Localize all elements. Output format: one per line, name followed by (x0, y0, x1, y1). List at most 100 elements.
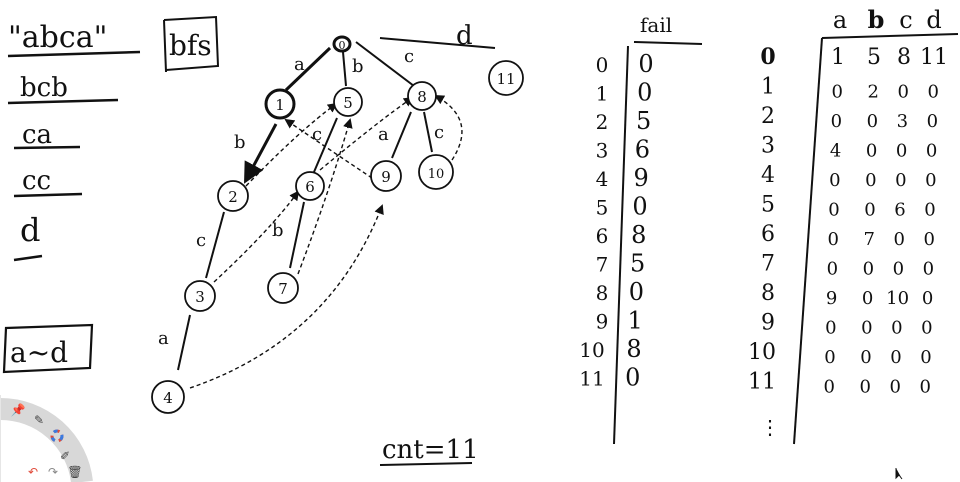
trans-cell: 0 (893, 229, 904, 250)
trans-cell: 0 (862, 288, 873, 309)
trans-cell: 6 (894, 200, 905, 221)
edge-0-11 (379, 37, 496, 49)
trans-cell: 0 (864, 200, 875, 221)
svg-text:bfs: bfs (169, 29, 212, 62)
node-9 (370, 160, 402, 192)
trans-cell: 0 (927, 82, 938, 103)
trans-cell: 0 (889, 377, 900, 398)
fail-row-id: 8 (596, 281, 609, 305)
trans-cell: 0 (897, 82, 908, 103)
node-0 (332, 35, 352, 53)
edge-label-d-0-11: d (456, 21, 473, 51)
trans-cell: 0 (831, 82, 842, 103)
fail-row-value: 8 (631, 221, 646, 249)
edge-label-c-5-6: c (312, 124, 322, 145)
redo-icon[interactable]: ↷ (47, 465, 59, 479)
node-label-0: 0 (339, 39, 346, 52)
trans-cell: 0 (865, 170, 876, 191)
trans-cell: 0 (860, 347, 871, 368)
pin-icon[interactable]: 📌 (10, 403, 26, 417)
trans-row-id: 7 (761, 252, 775, 277)
trie-node-labels: 0 1 2 3 4 5 6 7 8 9 10 11 (163, 39, 515, 407)
trans-cell: 0 (859, 377, 870, 398)
edge-label-b-1-2: b (234, 132, 246, 153)
fail-row-value: 5 (630, 250, 645, 278)
word-d: d (20, 211, 40, 249)
trans-cell: 0 (923, 259, 934, 280)
mouse-cursor-icon (895, 468, 903, 480)
edge-label-c-0-8: c (404, 46, 414, 67)
word-bcb: bcb (20, 73, 68, 103)
trans-cell: 0 (827, 229, 838, 250)
svg-text:cnt=11: cnt=11 (382, 435, 479, 465)
edge-label-a-3-4: a (158, 328, 169, 349)
node-4 (151, 380, 185, 414)
color-wheel-icon[interactable] (48, 427, 66, 445)
fail-row-value: 0 (629, 278, 644, 306)
word-list: "abca" bcb ca cc d (7, 20, 141, 262)
edge-0-8 (355, 41, 415, 87)
fail-7-5 (297, 118, 353, 275)
trans-cell: 0 (891, 318, 902, 339)
highlighter-icon[interactable]: ✐ (59, 449, 71, 463)
fail-row-value: 0 (625, 364, 640, 392)
fail-table-header: fail (640, 13, 672, 37)
alphabet-label: a~d (2, 323, 94, 374)
trans-row-id: 0 (760, 44, 775, 70)
node-label-3: 3 (195, 288, 205, 306)
trans-cell: 0 (824, 347, 835, 368)
trans-cell: 0 (829, 170, 840, 191)
edge-8-9 (391, 111, 412, 159)
fail-row-id: 0 (596, 53, 609, 77)
node-label-9: 9 (381, 168, 391, 186)
trans-cell: 0 (924, 200, 935, 221)
undo-icon[interactable]: ↶ (27, 465, 39, 479)
trans-cell: 0 (827, 259, 838, 280)
edge-0-1 (284, 46, 332, 92)
fail-row-id: 6 (596, 224, 609, 248)
trans-cell: 7 (863, 229, 874, 250)
node-label-7: 7 (278, 280, 288, 298)
fail-row-value: 9 (634, 164, 649, 192)
edge-1-2 (244, 123, 278, 184)
trans-cell: 0 (893, 259, 904, 280)
drawing-toolbar: 📌 ✎ ✐ ↶ ↷ 🗑 (0, 395, 96, 482)
fail-row-value: 8 (626, 335, 641, 363)
trie-edge-labels: a b c d b c a b a c c (158, 21, 473, 349)
edge-label-b-6-7: b (272, 220, 284, 241)
column-header-a: a (833, 6, 847, 34)
trans-cell: 0 (828, 200, 839, 221)
trans-cell: 0 (890, 347, 901, 368)
fail-row-value: 1 (628, 307, 643, 335)
fail-6-8 (319, 96, 414, 171)
node-7 (267, 272, 299, 304)
node-label-1: 1 (275, 96, 285, 114)
trans-cell: 0 (831, 111, 842, 132)
word-abca: "abca" (8, 20, 107, 55)
trans-cell: 0 (823, 377, 834, 398)
column-header-d: d (926, 6, 941, 34)
node-label-11: 11 (496, 70, 515, 88)
fail-4-9 (189, 204, 384, 389)
fail-row-id: 2 (596, 110, 609, 134)
trans-row-id: 2 (761, 104, 775, 129)
toolbar-ring (0, 395, 93, 482)
table-continuation: ⋮ (760, 415, 780, 439)
trash-icon[interactable]: 🗑 (67, 465, 83, 479)
edge-0-5 (342, 51, 347, 87)
edge-8-10 (423, 111, 433, 153)
node-label-6: 6 (305, 178, 315, 196)
fail-row-id: 11 (579, 367, 604, 391)
node-label-2: 2 (228, 188, 238, 206)
pen-icon[interactable]: ✎ (33, 413, 45, 427)
column-header-b: b (868, 5, 885, 34)
trans-row-id: 11 (748, 370, 776, 395)
trans-row-id: 10 (748, 340, 776, 365)
edge-label-a-0-1: a (294, 54, 305, 75)
trans-cell: 1 (831, 45, 845, 70)
trans-cell: 0 (825, 318, 836, 339)
trans-cell: 0 (863, 259, 874, 280)
fail-row-id: 3 (596, 139, 609, 163)
